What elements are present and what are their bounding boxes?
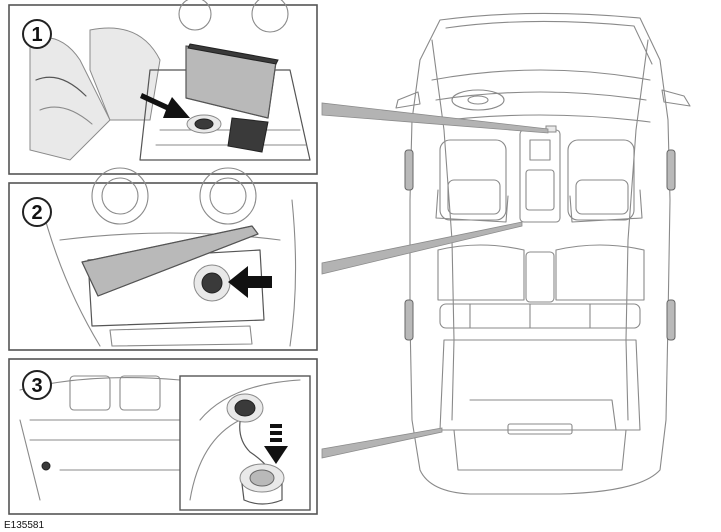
panel-2-dashboard-socket: 2 — [8, 167, 318, 351]
panel-3-power-socket — [249, 469, 275, 487]
callout-badge-3 — [22, 370, 52, 400]
callout-badge-2 — [22, 197, 52, 227]
leader-line-3 — [321, 427, 443, 459]
panel-2-power-socket — [201, 272, 223, 294]
panel-2-arrow — [228, 266, 272, 298]
callout-badge-1 — [22, 19, 52, 49]
reference-code: E135581 — [4, 520, 44, 531]
panel-1-arrow — [140, 93, 190, 118]
vehicle-top-view — [395, 12, 691, 495]
panel-1-power-socket — [194, 118, 214, 130]
callout-number-1: 1 — [31, 24, 42, 46]
leader-line-2 — [321, 221, 523, 275]
callout-number-2: 2 — [31, 202, 42, 224]
panel-3-load-space-socket: 3 — [8, 358, 318, 515]
leader-lines — [321, 102, 549, 459]
callout-number-3: 3 — [31, 375, 42, 397]
panel-1-center-console-socket: 1 — [8, 0, 318, 175]
panel-3-arrow — [264, 424, 288, 464]
leader-line-1 — [321, 102, 549, 134]
